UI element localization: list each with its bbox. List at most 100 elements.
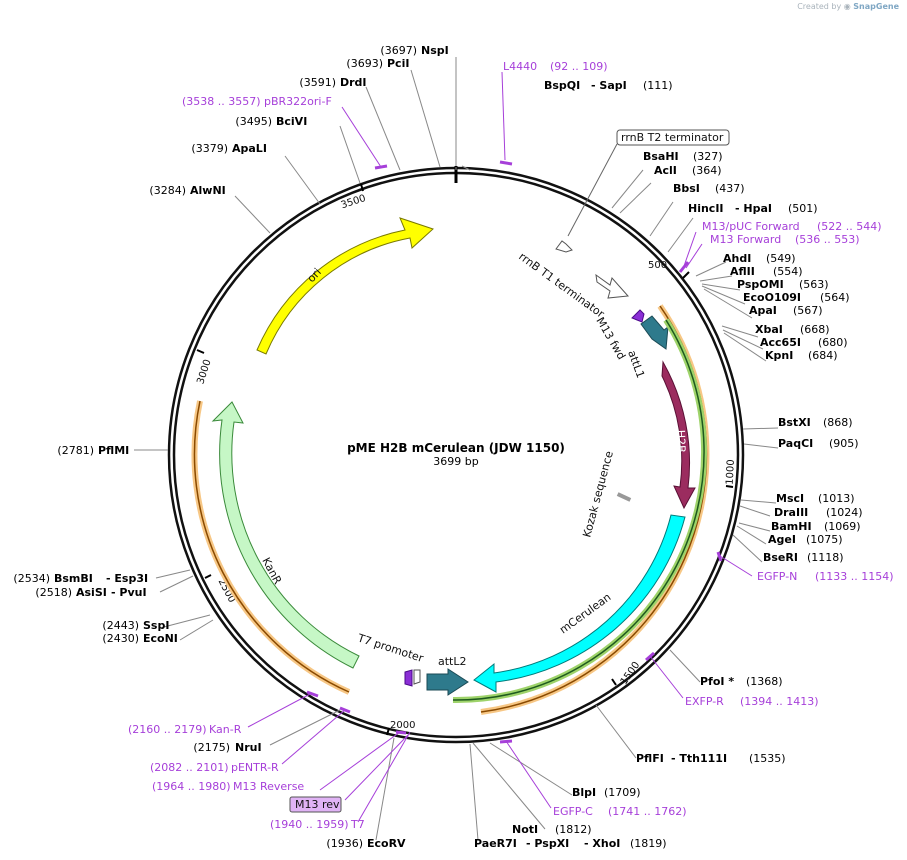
site-name-bcivi: BciVI bbox=[276, 115, 307, 128]
t7-leader bbox=[357, 731, 411, 823]
tick-label-2000: 2000 bbox=[390, 720, 415, 731]
rrnb-t2-box bbox=[616, 129, 730, 146]
snapgene-credit: Created by ◉ SnapGene bbox=[797, 2, 899, 11]
primer-name-pentr-r: pENTR-R bbox=[231, 761, 279, 774]
attl1-feature bbox=[640, 315, 669, 350]
ahdi-leader bbox=[695, 261, 727, 277]
primer-name-t7: T7 bbox=[350, 818, 365, 831]
egfp-c-leader bbox=[505, 740, 552, 809]
site-leaders bbox=[134, 57, 779, 841]
site-pos-pfoi: (1368) bbox=[746, 675, 783, 688]
site-name-nrui: NruI bbox=[235, 741, 262, 754]
site-pos-sspi: (2443) bbox=[102, 619, 139, 632]
site-name-sspi: SspI bbox=[143, 619, 169, 632]
site-pos-noti: (1812) bbox=[555, 823, 592, 836]
ecoo109i-leader bbox=[701, 285, 746, 305]
tick-1500 bbox=[611, 678, 617, 686]
site-pos-nspi: (3697) bbox=[380, 44, 417, 57]
pentr-r-leader bbox=[281, 709, 346, 765]
site-name-pfoi: PfoI * bbox=[700, 675, 734, 688]
site-pos-asisi: (2518) bbox=[35, 586, 72, 599]
site-pos-bbsi: (437) bbox=[715, 182, 745, 195]
site-pos-alwni: (3284) bbox=[149, 184, 186, 197]
site-name-drdi: DrdI bbox=[340, 76, 367, 89]
site-pos-paqci: (905) bbox=[829, 437, 859, 450]
rrnb-t1-feature bbox=[595, 273, 630, 299]
hincii-leader bbox=[667, 217, 694, 253]
kpni-leader bbox=[723, 332, 767, 362]
primer-labels-left-side: (3538 .. 3557) pBR322ori-F (2160 .. 2179… bbox=[128, 95, 365, 831]
credit-prefix: Created by bbox=[797, 2, 842, 11]
site-name-kpni: KpnI bbox=[765, 349, 793, 362]
m13-reverse-leader bbox=[319, 731, 401, 791]
bcivi-leader bbox=[339, 125, 361, 184]
site-name-xhoi: - XhoI bbox=[584, 837, 620, 850]
site-pos-bcivi: (3495) bbox=[235, 115, 272, 128]
site-pos-ecoo109i: (564) bbox=[820, 291, 850, 304]
attl2-label: attL2 bbox=[438, 655, 467, 668]
site-name-apai: ApaI bbox=[749, 304, 777, 317]
pbr322ori-f-leader bbox=[341, 106, 382, 168]
tick-1000 bbox=[725, 485, 734, 488]
acc65i-leader bbox=[722, 329, 764, 350]
rrnb-t2-label: rrnB T2 terminator bbox=[621, 131, 724, 144]
tick-2000 bbox=[386, 727, 390, 736]
site-name-sapi: - SapI bbox=[591, 79, 627, 92]
kozak-feature bbox=[616, 492, 632, 502]
tick-3500 bbox=[360, 183, 364, 192]
pfoi-leader bbox=[669, 649, 701, 683]
site-pos-hincii: (501) bbox=[788, 202, 818, 215]
ori-feature bbox=[256, 217, 434, 355]
primer-name-egfp-n: EGFP-N bbox=[757, 570, 797, 583]
tick-3000 bbox=[196, 349, 205, 354]
site-name-blpi: BlpI bbox=[572, 786, 596, 799]
site-name-apali: ApaLI bbox=[232, 142, 267, 155]
alwni-leader bbox=[234, 195, 271, 234]
site-pos-econi: (2430) bbox=[102, 632, 139, 645]
primer-range-egfp-c: (1741 .. 1762) bbox=[608, 805, 687, 818]
bsmbi-leader bbox=[155, 569, 191, 579]
pcii-leader bbox=[410, 69, 441, 168]
m13-forward-mark bbox=[678, 261, 690, 273]
site-name-ecorv: EcoRV bbox=[367, 837, 406, 850]
plasmid-length: 3699 bp bbox=[433, 455, 478, 468]
m13-rev-box bbox=[289, 796, 342, 813]
site-pos-bspqi: (111) bbox=[643, 79, 673, 92]
rrnb-t2-leader bbox=[567, 143, 618, 237]
site-pos-paer7i: (1819) bbox=[630, 837, 667, 850]
bamhi-leader bbox=[738, 522, 771, 532]
site-name-bsahi: BsaHI bbox=[643, 150, 679, 163]
primer-range-m13-forward: (536 .. 553) bbox=[795, 233, 860, 246]
h2b-label: H2B bbox=[674, 430, 688, 453]
xbai-leader bbox=[721, 325, 759, 338]
kanr-feature bbox=[211, 401, 360, 669]
site-name-asisi: AsiSI bbox=[76, 586, 107, 599]
site-pos-xbai: (668) bbox=[800, 323, 830, 336]
egfp-n-mark bbox=[716, 551, 723, 562]
green-fragment-arc-core bbox=[452, 319, 705, 701]
primer-name-m13-reverse: M13 Reverse bbox=[233, 780, 304, 793]
drdi-leader bbox=[365, 86, 401, 171]
primer-name-egfp-c: EGFP-C bbox=[553, 805, 593, 818]
bbsi-leader bbox=[649, 201, 674, 237]
exfp-r-leader bbox=[649, 655, 684, 699]
site-pos-bstxi: (868) bbox=[823, 416, 853, 429]
t7-promoter-label: T7 promoter bbox=[355, 631, 425, 665]
site-pos-bseri: (1118) bbox=[807, 551, 844, 564]
bsahi-leader bbox=[611, 169, 644, 209]
site-name-pcii: PciI bbox=[387, 57, 409, 70]
sapi-leader bbox=[461, 165, 471, 171]
kozak-label: Kozak sequence bbox=[580, 449, 616, 538]
tick-label-3000: 3000 bbox=[195, 358, 213, 386]
site-name-ecoo109i: EcoO109I bbox=[743, 291, 801, 304]
site-name-econi: EcoNI bbox=[143, 632, 178, 645]
site-name-ahdi: AhdI bbox=[723, 252, 751, 265]
egfp-n-leader bbox=[719, 555, 753, 577]
site-name-alwni: AlwNI bbox=[190, 184, 226, 197]
site-name-bsmbi: BsmBI bbox=[54, 572, 93, 585]
acli-leader bbox=[619, 182, 652, 214]
orange-fragment-arc-left-core bbox=[193, 400, 350, 693]
tick-label-1500: 1500 bbox=[619, 660, 643, 687]
primer-name-l4440: L4440 bbox=[503, 60, 537, 73]
